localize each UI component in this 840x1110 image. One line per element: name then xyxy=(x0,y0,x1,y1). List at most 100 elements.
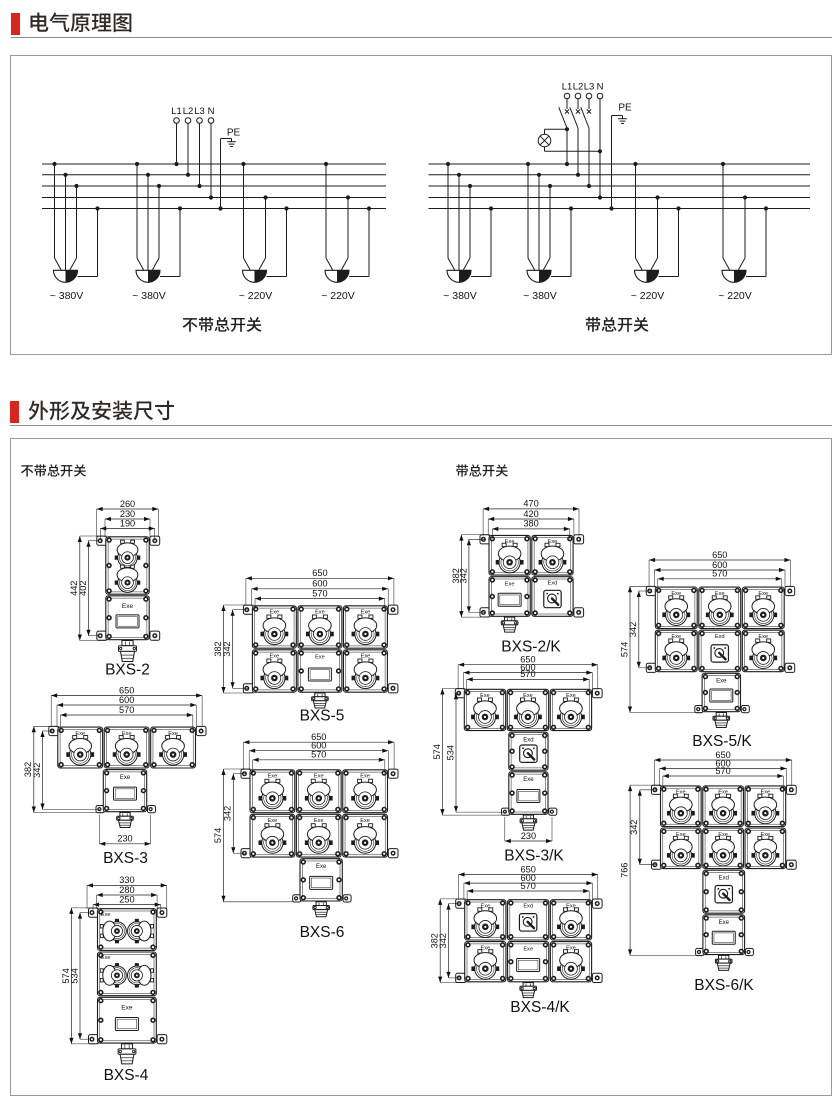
svg-text:280: 280 xyxy=(119,885,134,895)
svg-text:Exe: Exe xyxy=(676,790,686,796)
red-accent-bar xyxy=(10,400,19,423)
svg-text:382: 382 xyxy=(213,641,223,656)
svg-text:Exe: Exe xyxy=(671,591,681,597)
svg-text:~ 380V: ~ 380V xyxy=(50,290,84,302)
svg-text:L3: L3 xyxy=(584,82,595,93)
svg-text:Exe: Exe xyxy=(480,903,490,909)
header-rule xyxy=(10,424,832,426)
svg-text:570: 570 xyxy=(712,569,727,579)
svg-text:Exe: Exe xyxy=(715,591,725,597)
svg-text:250: 250 xyxy=(119,894,134,904)
svg-text:~ 220V: ~ 220V xyxy=(631,290,665,302)
svg-text:Exe: Exe xyxy=(101,912,111,918)
svg-text:190: 190 xyxy=(120,518,135,528)
svg-text:570: 570 xyxy=(119,705,134,715)
svg-text:Exe: Exe xyxy=(480,693,490,699)
svg-text:574: 574 xyxy=(61,968,71,983)
svg-text:~ 220V: ~ 220V xyxy=(239,290,273,302)
svg-text:570: 570 xyxy=(520,881,535,891)
svg-text:Exe: Exe xyxy=(120,775,131,781)
svg-text:Exe: Exe xyxy=(268,774,278,780)
svg-text:PE: PE xyxy=(227,128,241,139)
svg-text:Exe: Exe xyxy=(315,655,325,661)
svg-text:442: 442 xyxy=(69,581,79,596)
svg-text:Exe: Exe xyxy=(360,774,370,780)
svg-text:600: 600 xyxy=(712,560,727,570)
svg-text:382: 382 xyxy=(430,933,440,948)
svg-text:600: 600 xyxy=(312,579,327,589)
svg-text:Exe: Exe xyxy=(761,832,771,838)
svg-text:L2: L2 xyxy=(573,82,584,93)
svg-text:342: 342 xyxy=(222,641,232,656)
svg-text:420: 420 xyxy=(523,509,538,519)
svg-text:382: 382 xyxy=(23,762,33,777)
svg-text:342: 342 xyxy=(628,622,638,637)
svg-text:~ 220V: ~ 220V xyxy=(718,290,752,302)
section-title-schematic xyxy=(28,11,133,37)
svg-text:342: 342 xyxy=(629,820,639,835)
svg-text:Exe: Exe xyxy=(505,539,515,545)
svg-text:Exe: Exe xyxy=(761,790,771,796)
svg-text:N: N xyxy=(597,82,604,93)
header-rule xyxy=(11,37,832,38)
svg-text:BXS-3: BXS-3 xyxy=(103,850,148,867)
svg-text:Exe: Exe xyxy=(268,818,278,824)
svg-text:342: 342 xyxy=(458,568,468,583)
svg-text:Exe: Exe xyxy=(566,903,576,909)
section-title-dimensions xyxy=(28,399,175,425)
svg-text:BXS-6/K: BXS-6/K xyxy=(694,977,754,994)
svg-text:Exe: Exe xyxy=(566,945,576,951)
svg-text:Exe: Exe xyxy=(548,539,558,545)
svg-text:342: 342 xyxy=(223,806,233,821)
svg-text:650: 650 xyxy=(520,864,535,874)
group-label-with-main-switch xyxy=(456,464,508,477)
svg-text:L1: L1 xyxy=(562,82,573,93)
svg-text:600: 600 xyxy=(715,758,730,768)
svg-text:650: 650 xyxy=(712,550,727,560)
svg-text:342: 342 xyxy=(438,933,448,948)
svg-text:Exd: Exd xyxy=(719,875,729,881)
svg-text:650: 650 xyxy=(520,655,535,665)
svg-text:BXS-5: BXS-5 xyxy=(300,708,345,725)
svg-text:570: 570 xyxy=(715,766,730,776)
svg-text:Exe: Exe xyxy=(505,581,515,587)
svg-text:Exe: Exe xyxy=(676,832,686,838)
svg-text:Exd: Exd xyxy=(715,634,725,640)
svg-text:650: 650 xyxy=(119,685,134,695)
svg-text:574: 574 xyxy=(619,642,629,657)
svg-text:Exe: Exe xyxy=(270,654,280,660)
svg-text:~ 380V: ~ 380V xyxy=(443,290,477,302)
svg-text:Exe: Exe xyxy=(671,634,681,640)
svg-text:L2: L2 xyxy=(183,106,194,117)
svg-text:Exe: Exe xyxy=(480,945,490,951)
svg-text:L1: L1 xyxy=(171,106,182,117)
svg-text:Exe: Exe xyxy=(566,693,576,699)
svg-text:600: 600 xyxy=(311,741,326,751)
svg-text:230: 230 xyxy=(117,834,132,844)
svg-text:BXS-4: BXS-4 xyxy=(104,1067,149,1084)
svg-text:BXS-3/K: BXS-3/K xyxy=(504,848,564,865)
svg-text:Exe: Exe xyxy=(316,864,327,870)
svg-text:402: 402 xyxy=(78,581,88,596)
svg-text:574: 574 xyxy=(432,744,442,759)
svg-text:470: 470 xyxy=(523,499,538,509)
svg-text:650: 650 xyxy=(311,732,326,742)
svg-text:Exe: Exe xyxy=(122,603,134,610)
svg-text:342: 342 xyxy=(32,763,42,778)
svg-text:650: 650 xyxy=(715,750,730,760)
svg-text:Exd: Exd xyxy=(523,737,533,743)
svg-text:Exe: Exe xyxy=(270,610,280,616)
